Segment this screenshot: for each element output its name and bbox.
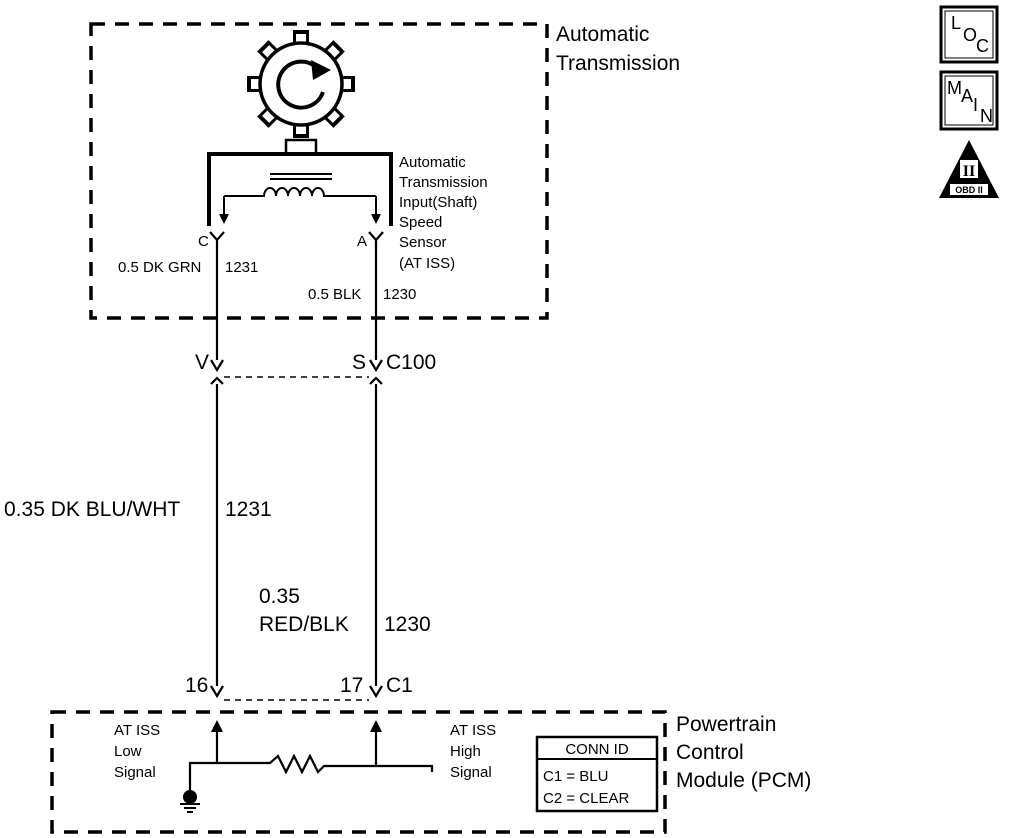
sensor-housing [207, 152, 393, 226]
c1-pin-17: 17 [340, 674, 363, 697]
sensor-pin-a: A [357, 233, 367, 250]
pin-c-terminal-icon [209, 231, 225, 242]
sensor-label-line1: Automatic [399, 154, 466, 171]
main-badge[interactable]: M A I N [939, 70, 999, 131]
wire-1230-upper-circuit: 1230 [383, 286, 416, 303]
c1-name: C1 [386, 674, 413, 697]
main-letter-n: N [980, 106, 993, 126]
c100-name: C100 [386, 351, 436, 374]
low-signal-line3: Signal [114, 764, 156, 781]
c1-pin17-terminal-icon [369, 685, 383, 699]
conn-id-table: CONN ID C1 = BLU C2 = CLEAR [535, 735, 659, 813]
c1-pin16-terminal-icon [210, 685, 224, 699]
loc-letter-l: L [951, 13, 961, 33]
low-signal-line1: AT ISS [114, 722, 160, 739]
low-signal-line2: Low [114, 743, 142, 760]
sensor-label-line5: Sensor [399, 234, 447, 251]
wire-1230-lower-circuit: 1230 [384, 613, 431, 636]
high-signal-line1: AT ISS [450, 722, 496, 739]
reluctor-wheel-icon [247, 30, 355, 138]
sensor-label-line3: Input(Shaft) [399, 194, 477, 211]
main-letter-i: I [973, 95, 978, 115]
wire-1231-upper-circuit: 1231 [225, 259, 258, 276]
conn-id-row-c2: C2 = CLEAR [543, 790, 629, 807]
pin-a-terminal-icon [368, 231, 384, 242]
speed-sensor: Automatic Transmission Input(Shaft) Spee… [207, 138, 488, 272]
loc-badge[interactable]: L O C [939, 5, 999, 64]
wire-1230-lower-color: RED/BLK [259, 613, 349, 636]
transmission-title-line1: Automatic [556, 23, 649, 46]
pcm-high-arrow-icon [370, 720, 382, 732]
sensor-label-line4: Speed [399, 214, 442, 231]
c1-pin-16: 16 [185, 674, 208, 697]
pcm-boundary [50, 710, 667, 834]
pcm-connector-c1: 16 17 C1 [185, 674, 413, 701]
main-letter-m: M [947, 78, 962, 98]
high-signal-line2: High [450, 743, 481, 760]
wire-1231-lower-color: 0.35 DK BLU/WHT [4, 498, 180, 521]
loc-letter-o: O [963, 25, 977, 45]
obd-bottom-label: OBD II [955, 185, 983, 195]
c100-male-right-icon [369, 359, 383, 373]
pcm-title-line2: Control [676, 741, 744, 764]
wire-1231-upper-color: 0.5 DK GRN [118, 259, 201, 276]
pcm-resistor-icon [188, 753, 434, 797]
sensor-pin-c: C [198, 233, 209, 250]
c100-female-left-icon [210, 376, 224, 385]
ground-icon [180, 790, 200, 813]
sensor-tip [284, 138, 318, 156]
obd-top-label: II [963, 163, 975, 180]
main-letter-a: A [961, 86, 973, 106]
wire-1231-lower-circuit: 1231 [225, 498, 272, 521]
pcm-low-arrow-icon [211, 720, 223, 732]
pcm-title-line3: Module (PCM) [676, 769, 811, 792]
obd-ii-badge-icon[interactable]: II OBD II [939, 140, 999, 198]
wire-1230-lower-gauge: 0.35 [259, 585, 300, 608]
c100-male-left-icon [210, 359, 224, 373]
sensor-connector: C A [198, 231, 384, 250]
c100-pin-s: S [352, 351, 366, 374]
coil-icon [219, 173, 381, 224]
transmission-title-line2: Transmission [556, 52, 680, 75]
transmission-component: Automatic Transmission [89, 22, 680, 320]
transmission-boundary [89, 22, 549, 320]
loc-letter-c: C [976, 36, 989, 56]
conn-id-row-c1: C1 = BLU [543, 768, 608, 785]
conn-id-header: CONN ID [565, 741, 629, 758]
sensor-label-line6: (AT ISS) [399, 255, 455, 272]
sensor-label-line2: Transmission [399, 174, 488, 191]
pcm-component: Powertrain Control Module (PCM) AT ISS L… [50, 710, 811, 834]
wire-1230-upper-color: 0.5 BLK [308, 286, 361, 303]
pcm-title-line1: Powertrain [676, 713, 776, 736]
c100-female-right-icon [369, 376, 383, 385]
connector-c100: V S C100 [195, 351, 436, 385]
high-signal-line3: Signal [450, 764, 492, 781]
c100-pin-v: V [195, 351, 209, 374]
